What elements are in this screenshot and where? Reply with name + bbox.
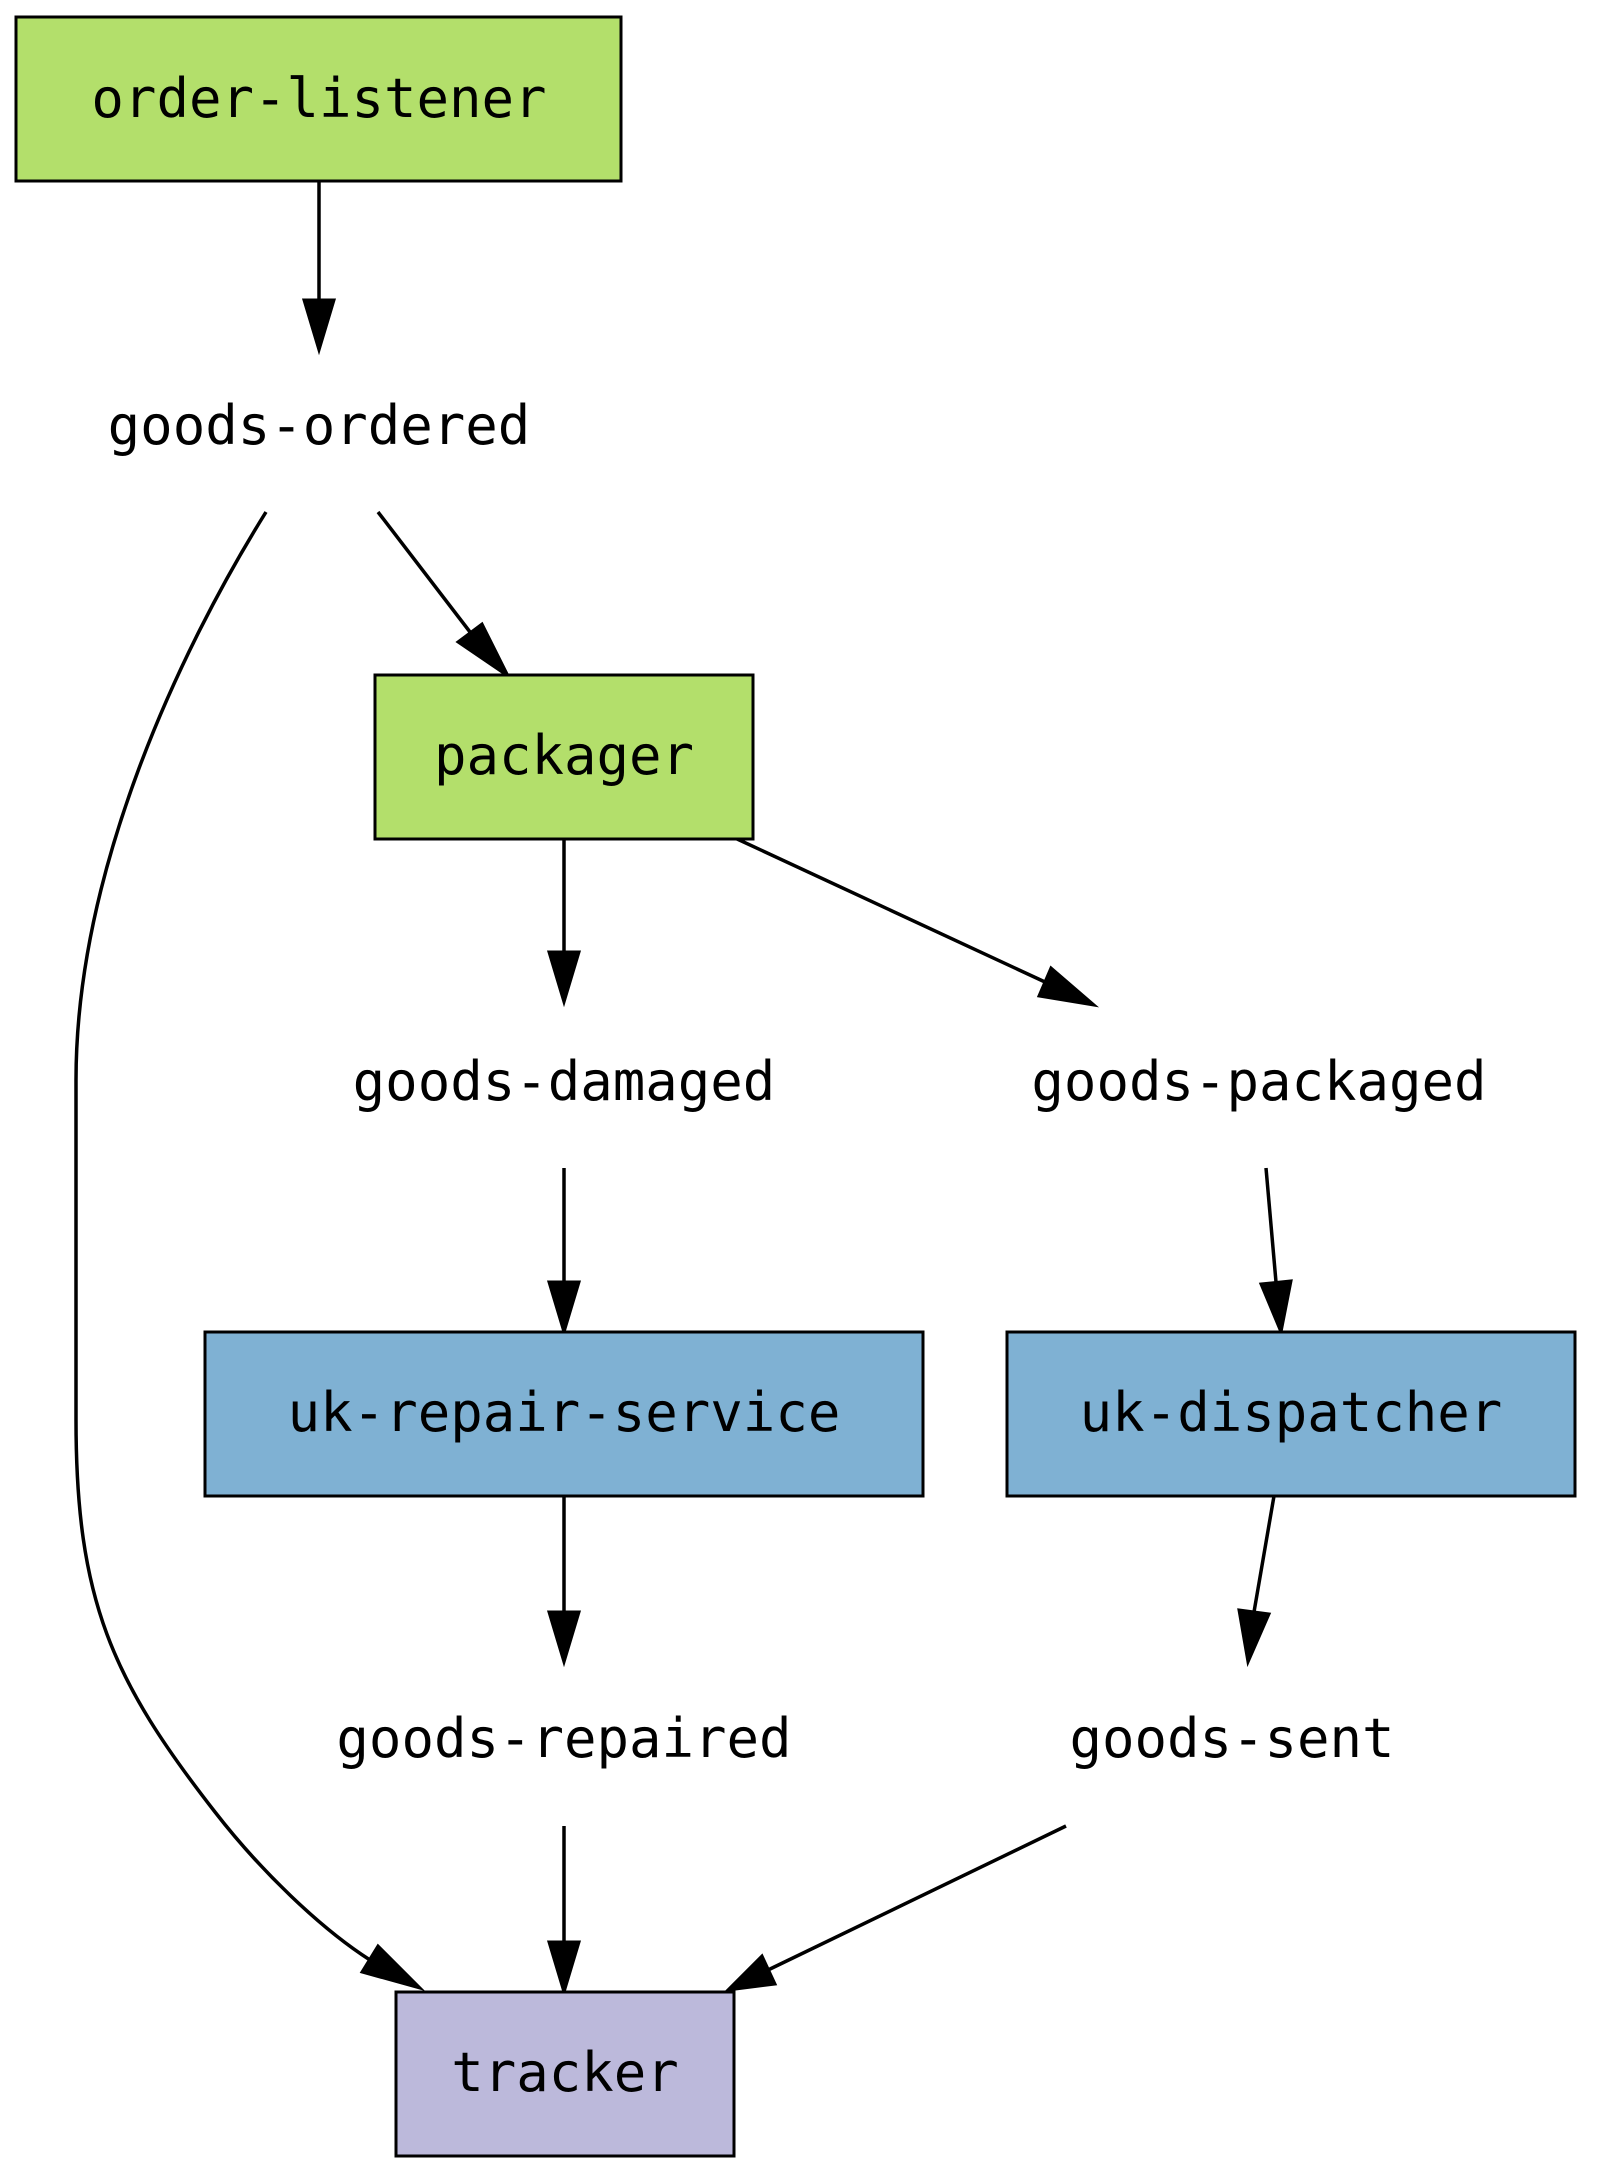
arrowhead-tracker-middle	[546, 1940, 582, 1998]
arrowhead-goods-repaired	[546, 1610, 582, 1668]
edge-goods-ordered-to-tracker	[74, 511, 371, 1962]
edge-goods-packaged-to-uk-dispatcher	[1264, 1167, 1278, 1283]
edge-goods-ordered-to-packager	[376, 510, 472, 634]
uk-dispatcher-box	[1005, 1330, 1577, 1498]
order-listener-label: order-listener	[91, 67, 546, 130]
edge-packager-to-goods-packaged	[734, 836, 1046, 984]
arrowhead-uk-repair-service	[546, 1280, 582, 1338]
node-tracker[interactable]: tracker	[394, 1990, 736, 2158]
arrowhead-goods-packaged	[1036, 965, 1100, 1008]
packager-box	[373, 673, 755, 841]
node-packager[interactable]: packager	[373, 673, 755, 841]
topic-goods-packaged[interactable]: goods-packaged	[1031, 1050, 1486, 1113]
uk-repair-service-box	[203, 1330, 925, 1498]
tracker-box	[394, 1990, 736, 2158]
service-nodes: order-listener packager uk-repair-servic…	[14, 15, 1577, 2158]
arrowhead-goods-damaged	[546, 950, 582, 1008]
packager-label: packager	[434, 724, 694, 787]
uk-repair-service-label: uk-repair-service	[288, 1381, 841, 1444]
node-uk-repair-service[interactable]: uk-repair-service	[203, 1330, 925, 1498]
arrowhead-packager	[455, 621, 512, 681]
uk-dispatcher-label: uk-dispatcher	[1080, 1381, 1503, 1444]
arrowhead-tracker-left	[359, 1943, 426, 1991]
edge-goods-sent-to-tracker	[767, 1824, 1067, 1972]
arrowhead-uk-dispatcher	[1258, 1279, 1293, 1338]
topic-goods-damaged[interactable]: goods-damaged	[353, 1050, 776, 1113]
arrowhead-goods-sent	[1237, 1608, 1272, 1668]
topic-goods-repaired[interactable]: goods-repaired	[336, 1707, 791, 1770]
topic-labels: goods-ordered goods-damaged goods-packag…	[108, 394, 1487, 1770]
order-listener-box	[14, 15, 623, 183]
tracker-label: tracker	[451, 2041, 679, 2104]
arrowhead-goods-ordered	[301, 298, 337, 356]
edge-uk-dispatcher-to-goods-sent	[1252, 1495, 1276, 1613]
topic-goods-ordered[interactable]: goods-ordered	[108, 394, 531, 457]
topic-goods-sent[interactable]: goods-sent	[1069, 1707, 1394, 1770]
node-order-listener[interactable]: order-listener	[14, 15, 623, 183]
arrowhead-tracker-right	[723, 1953, 778, 1993]
edges	[74, 182, 1293, 1998]
node-uk-dispatcher[interactable]: uk-dispatcher	[1005, 1330, 1577, 1498]
